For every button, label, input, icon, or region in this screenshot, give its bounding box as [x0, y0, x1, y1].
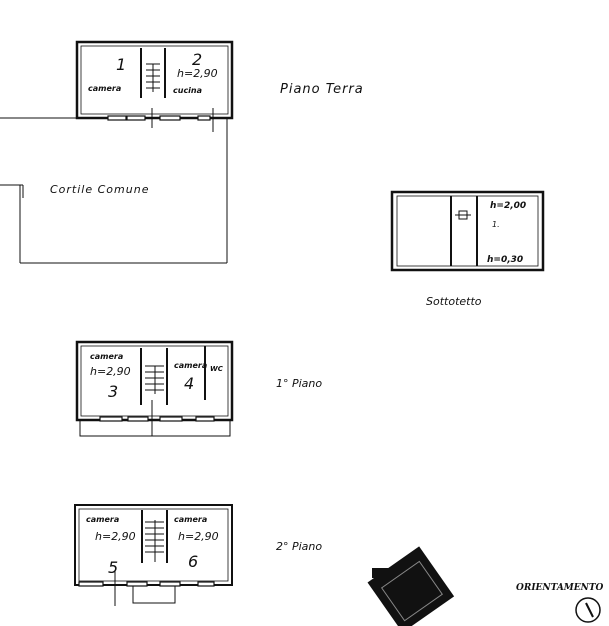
room-5-number: 5 [108, 558, 119, 577]
stamp-fragment [372, 568, 392, 578]
ground-floor-plan [75, 40, 234, 132]
cadastral-stamp [367, 546, 455, 626]
room-3-height: h=2,90 [90, 365, 131, 378]
attic-title: Sottotetto [426, 295, 482, 308]
wc-label: WC [210, 365, 223, 373]
attic-plan [390, 190, 545, 272]
room-3-name: camera [90, 352, 124, 361]
room-1-number: 1 [116, 55, 127, 74]
courtyard-label: Cortile Comune [50, 183, 150, 196]
room-4-name: camera [174, 361, 208, 370]
second-floor-title: 2° Piano [276, 540, 323, 553]
compass-icon [575, 597, 601, 623]
room-4-number: 4 [184, 374, 195, 393]
first-floor-plan [75, 340, 234, 437]
room-5-name: camera [86, 515, 120, 524]
room-5-height: h=2,90 [95, 530, 136, 543]
room-2-number: 2 [192, 50, 203, 69]
room-3-number: 3 [108, 382, 119, 401]
courtyard-outline [0, 117, 228, 264]
room-6-height: h=2,90 [178, 530, 219, 543]
orientation-label: ORIENTAMENTO [516, 583, 604, 593]
attic-mark: 1. [492, 220, 500, 229]
room-2-name: cucina [173, 86, 203, 95]
attic-min-height: h=0,30 [487, 255, 524, 265]
room-1-name: camera [88, 84, 122, 93]
room-6-number: 6 [188, 552, 199, 571]
room-2-height: h=2,90 [177, 67, 218, 80]
room-6-name: camera [174, 515, 208, 524]
ground-floor-title: Piano Terra [280, 82, 364, 97]
first-floor-title: 1° Piano [276, 377, 323, 390]
second-floor-plan [74, 504, 233, 606]
attic-max-height: h=2,00 [490, 201, 527, 211]
